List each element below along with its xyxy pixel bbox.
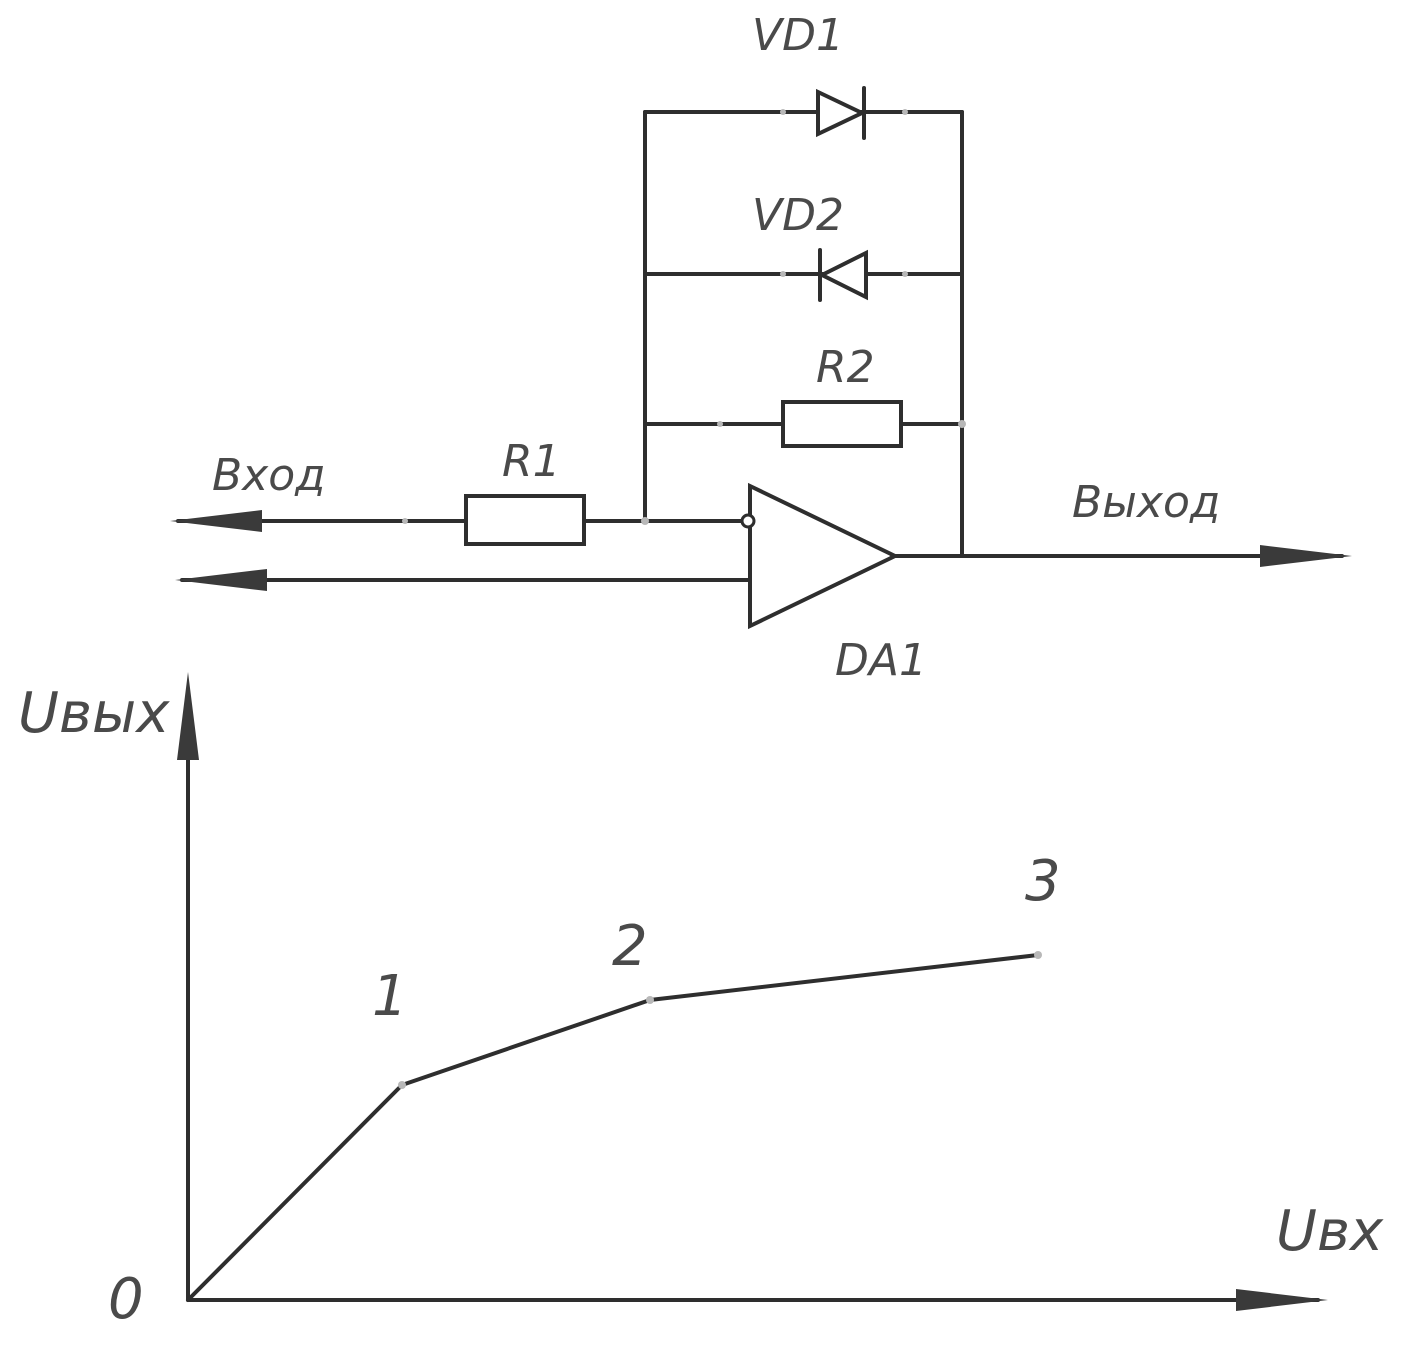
junction-dot — [402, 518, 408, 524]
input-arrow-bottom — [175, 569, 267, 591]
characteristic-curve — [186, 953, 1040, 1302]
label-vd1: VD1 — [752, 10, 844, 61]
transfer-graph: Uвых Uвх 0 1 2 3 — [18, 672, 1384, 1332]
inverting-input-circle — [740, 513, 756, 529]
output-arrow — [1260, 545, 1352, 567]
output-path — [893, 545, 1352, 567]
y-axis-arrow — [177, 672, 199, 760]
input-arrow-top — [170, 510, 262, 532]
junction-dot — [780, 271, 786, 277]
label-opamp: DA1 — [835, 635, 927, 686]
label-input: Вход — [212, 450, 326, 501]
diode-vd2-triangle — [817, 249, 868, 301]
diode-vd2 — [817, 248, 868, 302]
junction-dot — [780, 109, 786, 115]
breakpoint-label-1: 1 — [372, 964, 408, 1029]
junction-dot — [958, 420, 966, 428]
breakpoint-dot — [1034, 951, 1042, 959]
opamp-triangle — [748, 482, 900, 630]
junction-dot — [717, 421, 723, 427]
breakpoint-label-3: 3 — [1025, 849, 1061, 914]
label-r2: R2 — [816, 342, 875, 393]
breakpoint-dot — [398, 1081, 406, 1089]
resistor-r2 — [781, 400, 903, 448]
feedback-network — [643, 86, 964, 558]
resistor-r1 — [464, 494, 586, 546]
origin-label: 0 — [108, 1267, 144, 1332]
label-r1: R1 — [502, 436, 561, 487]
y-axis-label: Uвых — [18, 681, 170, 746]
junction-dots — [402, 109, 966, 525]
breakpoint-label-2: 2 — [612, 914, 648, 979]
junction-dot — [902, 109, 908, 115]
x-axis-label: Uвх — [1276, 1199, 1384, 1264]
diode-vd1-triangle — [816, 88, 867, 138]
input-path — [170, 494, 752, 591]
junction-dot — [902, 271, 908, 277]
breakpoint-dot — [646, 996, 654, 1004]
label-vd2: VD2 — [752, 190, 844, 241]
x-axis-arrow — [1236, 1289, 1328, 1311]
opamp-da1 — [740, 482, 900, 630]
junction-dot — [641, 517, 649, 525]
label-output: Выход — [1072, 477, 1220, 528]
diode-vd1 — [816, 86, 867, 140]
